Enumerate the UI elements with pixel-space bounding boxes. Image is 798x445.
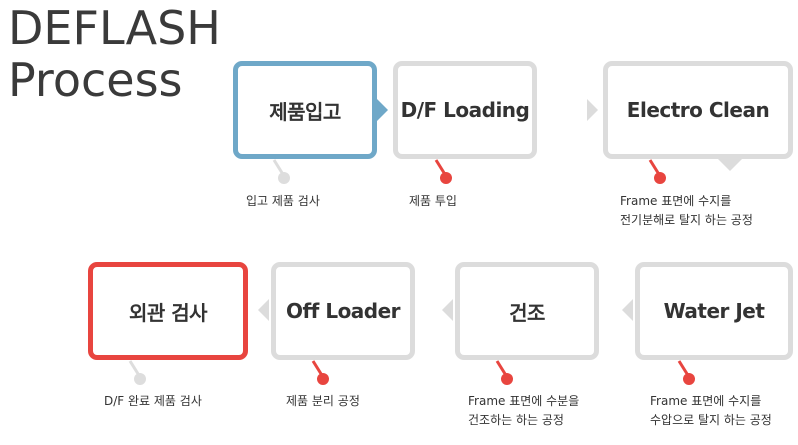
flow-arrow-down-icon [718,159,742,171]
step-caption-water-jet: Frame 표면에 수지를 수압으로 탈지 하는 공정 [650,392,772,430]
step-box-inspection: 외관 검사 [88,262,248,360]
step-label-electro-clean: Electro Clean [626,98,770,122]
step-label-off-loader: Off Loader [285,299,401,323]
pin-marker-icon [311,360,329,385]
caption-line: 제품 분리 공정 [286,394,360,408]
step-box-electro-clean: Electro Clean [603,61,793,159]
flow-arrow-left-icon [622,299,633,321]
step-label-drying: 건조 [509,300,545,325]
step-box-water-jet: Water Jet [635,262,793,360]
step-label-inspection: 외관 검사 [128,300,208,325]
step-box-off-loader: Off Loader [271,262,415,360]
step-box-receiving: 제품입고 [233,61,377,159]
caption-line: 제품 투입 [409,194,457,208]
pin-marker-icon [677,360,695,385]
caption-line: Frame 표면에 수지를 [620,194,732,208]
flow-arrow-left-icon [258,299,269,321]
step-caption-inspection: D/F 완료 제품 검사 [104,392,202,411]
step-caption-drying: Frame 표면에 수분을 건조하는 하는 공정 [468,392,579,430]
flow-arrow-right-icon [587,99,598,121]
caption-line: 입고 제품 검사 [246,194,320,208]
diagram-title: DEFLASH Process [8,2,221,106]
caption-line: Frame 표면에 수분을 [468,394,580,408]
pin-marker-icon [128,360,146,385]
title-line-2: Process [8,53,183,107]
step-label-receiving: 제품입고 [269,99,341,124]
step-caption-df-loading: 제품 투입 [409,192,457,211]
pin-marker-icon [495,360,513,385]
step-box-drying: 건조 [455,262,599,360]
caption-line: 건조하는 하는 공정 [468,413,564,427]
flow-arrow-left-icon [442,299,453,321]
pin-marker-icon [648,159,666,184]
step-caption-electro-clean: Frame 표면에 수지를 전기분해로 탈지 하는 공정 [620,192,753,230]
caption-line: Frame 표면에 수지를 [650,394,762,408]
step-box-df-loading: D/F Loading [393,61,537,159]
step-label-water-jet: Water Jet [663,299,765,323]
title-line-1: DEFLASH [8,1,221,55]
step-label-df-loading: D/F Loading [400,98,530,122]
step-caption-off-loader: 제품 분리 공정 [286,392,360,411]
caption-line: 전기분해로 탈지 하는 공정 [620,213,753,227]
pin-marker-icon [272,159,290,184]
caption-line: D/F 완료 제품 검사 [104,394,202,408]
flow-arrow-right-icon [377,99,388,121]
step-caption-receiving: 입고 제품 검사 [246,192,320,211]
caption-line: 수압으로 탈지 하는 공정 [650,413,772,427]
pin-marker-icon [434,159,452,184]
